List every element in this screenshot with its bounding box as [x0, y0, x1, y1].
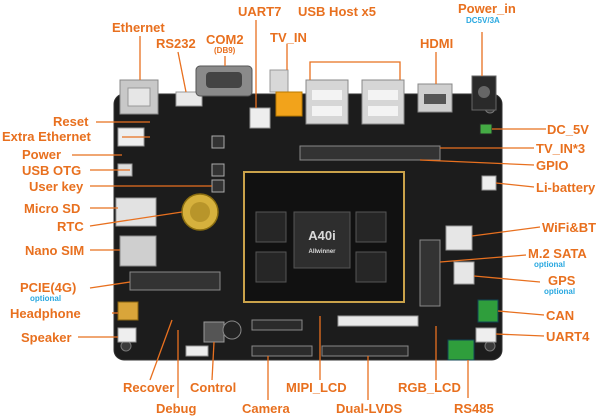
label-reset: Reset	[53, 114, 89, 129]
label-can: CAN	[546, 308, 574, 323]
power-jack	[471, 75, 497, 111]
label-m2-sata: M.2 SATA	[528, 246, 587, 261]
uart7-header	[249, 107, 271, 129]
label-rgb-lcd: RGB_LCD	[398, 380, 461, 395]
tactile-buttons	[211, 135, 225, 193]
rtc-battery	[181, 193, 219, 231]
label-usb-otg: USB OTG	[22, 163, 81, 178]
label-camera: Camera	[242, 401, 290, 416]
label-tv-in: TV_IN	[270, 30, 307, 45]
label-pcie: PCIE(4G)	[20, 280, 76, 295]
rs232-connector	[175, 91, 203, 107]
label-li-battery: Li-battery	[536, 180, 596, 195]
label-com2: COM2	[206, 32, 244, 47]
leader-lines	[72, 20, 546, 400]
label-rs485: RS485	[454, 401, 494, 416]
label-usb-host: USB Host x5	[298, 4, 376, 19]
label-speaker: Speaker	[21, 330, 72, 345]
label-dc-5v: DC_5V	[547, 122, 589, 137]
label-dual-lvds: Dual-LVDS	[336, 401, 403, 416]
soc-label: A40i	[308, 228, 335, 243]
tv-in-rca	[269, 69, 303, 117]
label-headphone: Headphone	[10, 306, 81, 321]
label-rs232: RS232	[156, 36, 196, 51]
soc-sub: Allwinner	[308, 249, 336, 255]
label-power: Power	[22, 147, 61, 162]
label-wifi-bt: WiFi&BT	[542, 220, 596, 235]
label-tv-in3: TV_IN*3	[536, 141, 585, 156]
gpio-header	[299, 145, 441, 161]
bottom-connectors	[129, 271, 475, 361]
label-power-in: Power_in	[458, 1, 516, 16]
label-uart4: UART4	[546, 329, 590, 344]
label-debug: Debug	[156, 401, 197, 416]
label-uart7: UART7	[238, 4, 281, 19]
usb-host-ports	[305, 79, 405, 125]
label-rtc: RTC	[57, 219, 84, 234]
label-gps: GPS	[548, 273, 576, 288]
label-recover: Recover	[123, 380, 174, 395]
label-user-key: User key	[29, 179, 84, 194]
label-gps-sub: optional	[544, 287, 575, 296]
label-mipi-lcd: MIPI_LCD	[286, 380, 347, 395]
label-control: Control	[190, 380, 236, 395]
callout-labels: Ethernet RS232 COM2 (DB9) UART7 TV_IN US…	[2, 1, 596, 416]
label-gpio: GPIO	[536, 158, 569, 173]
label-nano-sim: Nano SIM	[25, 243, 84, 258]
core-module: A40i Allwinner	[243, 171, 405, 303]
ethernet-port	[119, 79, 159, 115]
label-pcie-sub: optional	[30, 294, 61, 303]
label-m2-sata-sub: optional	[534, 260, 565, 269]
right-edge-components	[419, 123, 499, 343]
hdmi-port	[417, 83, 453, 113]
label-extra-ethernet: Extra Ethernet	[2, 129, 92, 144]
label-power-in-sub: DC5V/3A	[466, 16, 500, 25]
label-ethernet: Ethernet	[112, 20, 165, 35]
label-com2-sub: (DB9)	[214, 46, 236, 55]
db9-connector	[195, 65, 253, 97]
label-hdmi: HDMI	[420, 36, 453, 51]
label-micro-sd: Micro SD	[24, 201, 80, 216]
